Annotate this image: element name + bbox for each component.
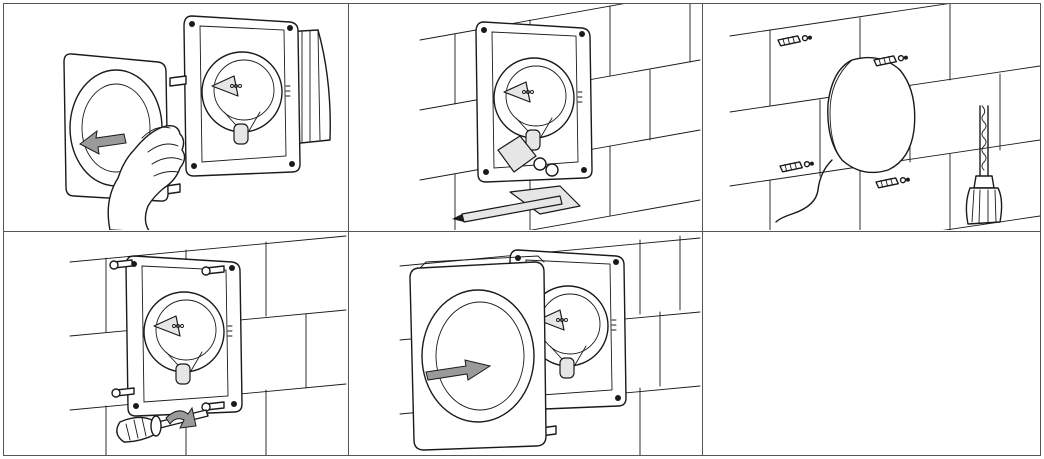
- fan-housing: [126, 256, 242, 416]
- drill-bit-icon: [966, 106, 1001, 224]
- wall-plug-bottom-right: [876, 176, 911, 188]
- panel-step-4: [70, 236, 346, 456]
- wall-plug-bottom-left: [780, 160, 815, 172]
- panel-step-5: [400, 236, 700, 456]
- panel-step-2: [420, 0, 700, 250]
- panel-step-3: [730, 0, 1040, 262]
- fan-housing: [184, 16, 300, 176]
- wall-plug-top-left: [778, 34, 813, 46]
- panel-step-1: [64, 16, 330, 232]
- wall-opening: [828, 58, 915, 173]
- front-cover: [410, 256, 546, 450]
